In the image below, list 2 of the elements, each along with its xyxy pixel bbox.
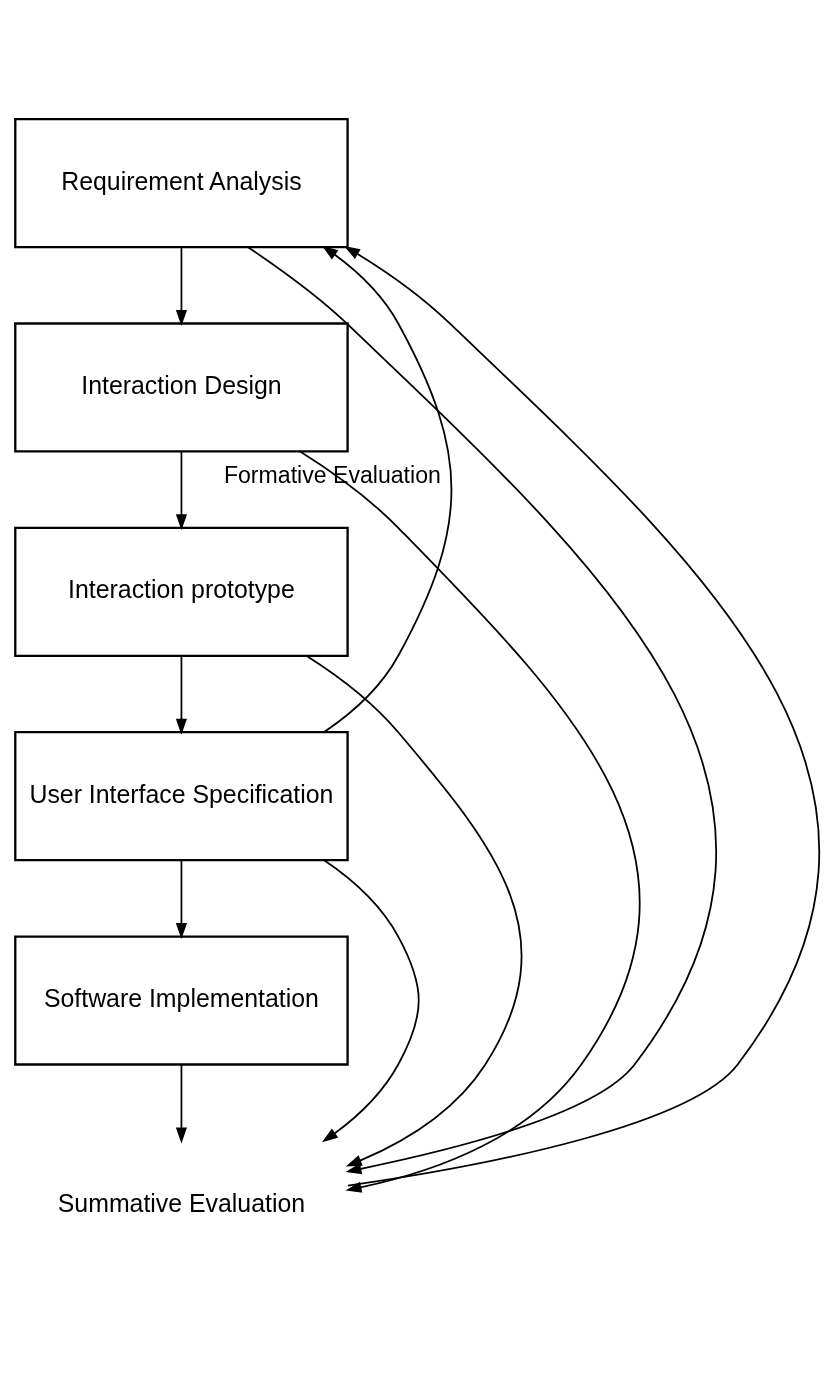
node-text: Summative Evaluation bbox=[57, 1188, 306, 1217]
edge-label: Formative Evaluation bbox=[223, 462, 441, 489]
